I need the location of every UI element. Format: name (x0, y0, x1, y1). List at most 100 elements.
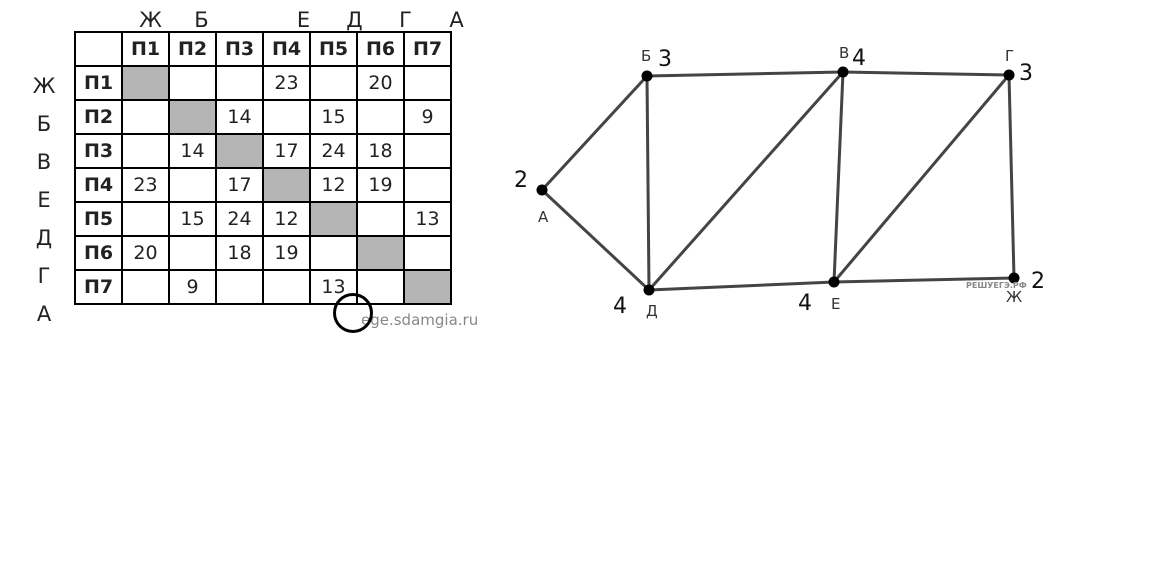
table-cell (356, 201, 405, 237)
table-cell: 15 (168, 201, 217, 237)
table-cell (309, 65, 358, 101)
vertex-weight: 4 (798, 291, 812, 316)
diagonal-cell (168, 99, 217, 135)
table-cell: 15 (309, 99, 358, 135)
table-cell (403, 65, 452, 101)
column-header: П2 (168, 31, 217, 67)
table-cell (356, 269, 405, 305)
table-cell (356, 99, 405, 135)
table-cell: 23 (121, 167, 170, 203)
row-letter: В (36, 150, 52, 174)
table-cell: 24 (309, 133, 358, 169)
vertex-dot (641, 70, 653, 82)
road-edge (540, 188, 651, 292)
table-cell (215, 269, 264, 305)
table-cell: 12 (309, 167, 358, 203)
table-cell: 20 (356, 65, 405, 101)
road-edge (1007, 74, 1016, 279)
table-cell (121, 201, 170, 237)
row-header: П2 (74, 99, 123, 135)
table-cell (262, 99, 311, 135)
table-cell: 17 (215, 167, 264, 203)
row-letter: Г (37, 264, 51, 288)
vertex-dot (1003, 69, 1015, 81)
table-cell (262, 269, 311, 305)
table-cell: 18 (356, 133, 405, 169)
table-cell (168, 167, 217, 203)
table-cell: 18 (215, 235, 264, 271)
column-letter: А (449, 8, 464, 32)
column-letter: Г (399, 8, 412, 32)
table-cell (215, 65, 264, 101)
table-cell: 23 (262, 65, 311, 101)
table-row: П7 9 13 (74, 269, 452, 305)
highlight-circle (333, 293, 373, 333)
row-letter: Е (37, 188, 51, 212)
vertex-weight: 4 (852, 46, 866, 71)
road-edge (832, 74, 1011, 283)
diagonal-cell (215, 133, 264, 169)
row-letter: А (36, 302, 52, 326)
table-row: П1 23 20 (74, 65, 452, 101)
vertex-weight: 4 (613, 294, 627, 319)
table-cell: 19 (356, 167, 405, 203)
vertex-weight: 2 (514, 168, 528, 193)
road-edge (842, 70, 1010, 77)
diagonal-cell (121, 65, 170, 101)
table-cell: 13 (309, 269, 358, 305)
column-header: П5 (309, 31, 358, 67)
table-cell (168, 65, 217, 101)
table-cell: 12 (262, 201, 311, 237)
table-cell: 9 (403, 99, 452, 135)
vertex-label: Б (641, 47, 651, 65)
vertex-label: В (839, 44, 849, 62)
row-header: П4 (74, 167, 123, 203)
table-row: П2 14 15 9 (74, 99, 452, 135)
column-header: П3 (215, 31, 264, 67)
column-letter: Ж (139, 8, 162, 32)
watermark: ege.sdamgia.ru (361, 311, 479, 329)
table-cell: 14 (215, 99, 264, 135)
table-cell: 24 (215, 201, 264, 237)
row-letter: Ж (32, 74, 56, 98)
table-cell (309, 235, 358, 271)
vertex-label: А (538, 208, 549, 226)
table-cell (168, 235, 217, 271)
road-edge (648, 280, 835, 292)
diagonal-cell (262, 167, 311, 203)
brand-watermark: РЕШУЕГЭ.РФ (966, 281, 1027, 290)
road-edge (645, 75, 651, 291)
row-header: П5 (74, 201, 123, 237)
column-header: П1 (121, 31, 170, 67)
table-cell: 19 (262, 235, 311, 271)
table-cell: 9 (168, 269, 217, 305)
table-cell (121, 269, 170, 305)
row-header: П1 (74, 65, 123, 101)
table-corner-cell (74, 31, 123, 67)
row-letter: Д (35, 226, 53, 250)
column-header: П6 (356, 31, 405, 67)
table-cell: 14 (168, 133, 217, 169)
vertex-weight: 3 (1019, 61, 1033, 86)
row-letter: Б (36, 112, 52, 136)
road-edge (647, 71, 845, 291)
table-cell: 13 (403, 201, 452, 237)
table-cell (403, 133, 452, 169)
vertex-dot (828, 276, 840, 288)
table-cell (121, 133, 170, 169)
vertex-dot (1008, 272, 1020, 284)
vertex-label: Д (646, 302, 658, 320)
row-header: П7 (74, 269, 123, 305)
column-header: П7 (403, 31, 452, 67)
road-edge (832, 71, 845, 283)
vertex-label: Г (1005, 47, 1014, 65)
table-cell: 17 (262, 133, 311, 169)
